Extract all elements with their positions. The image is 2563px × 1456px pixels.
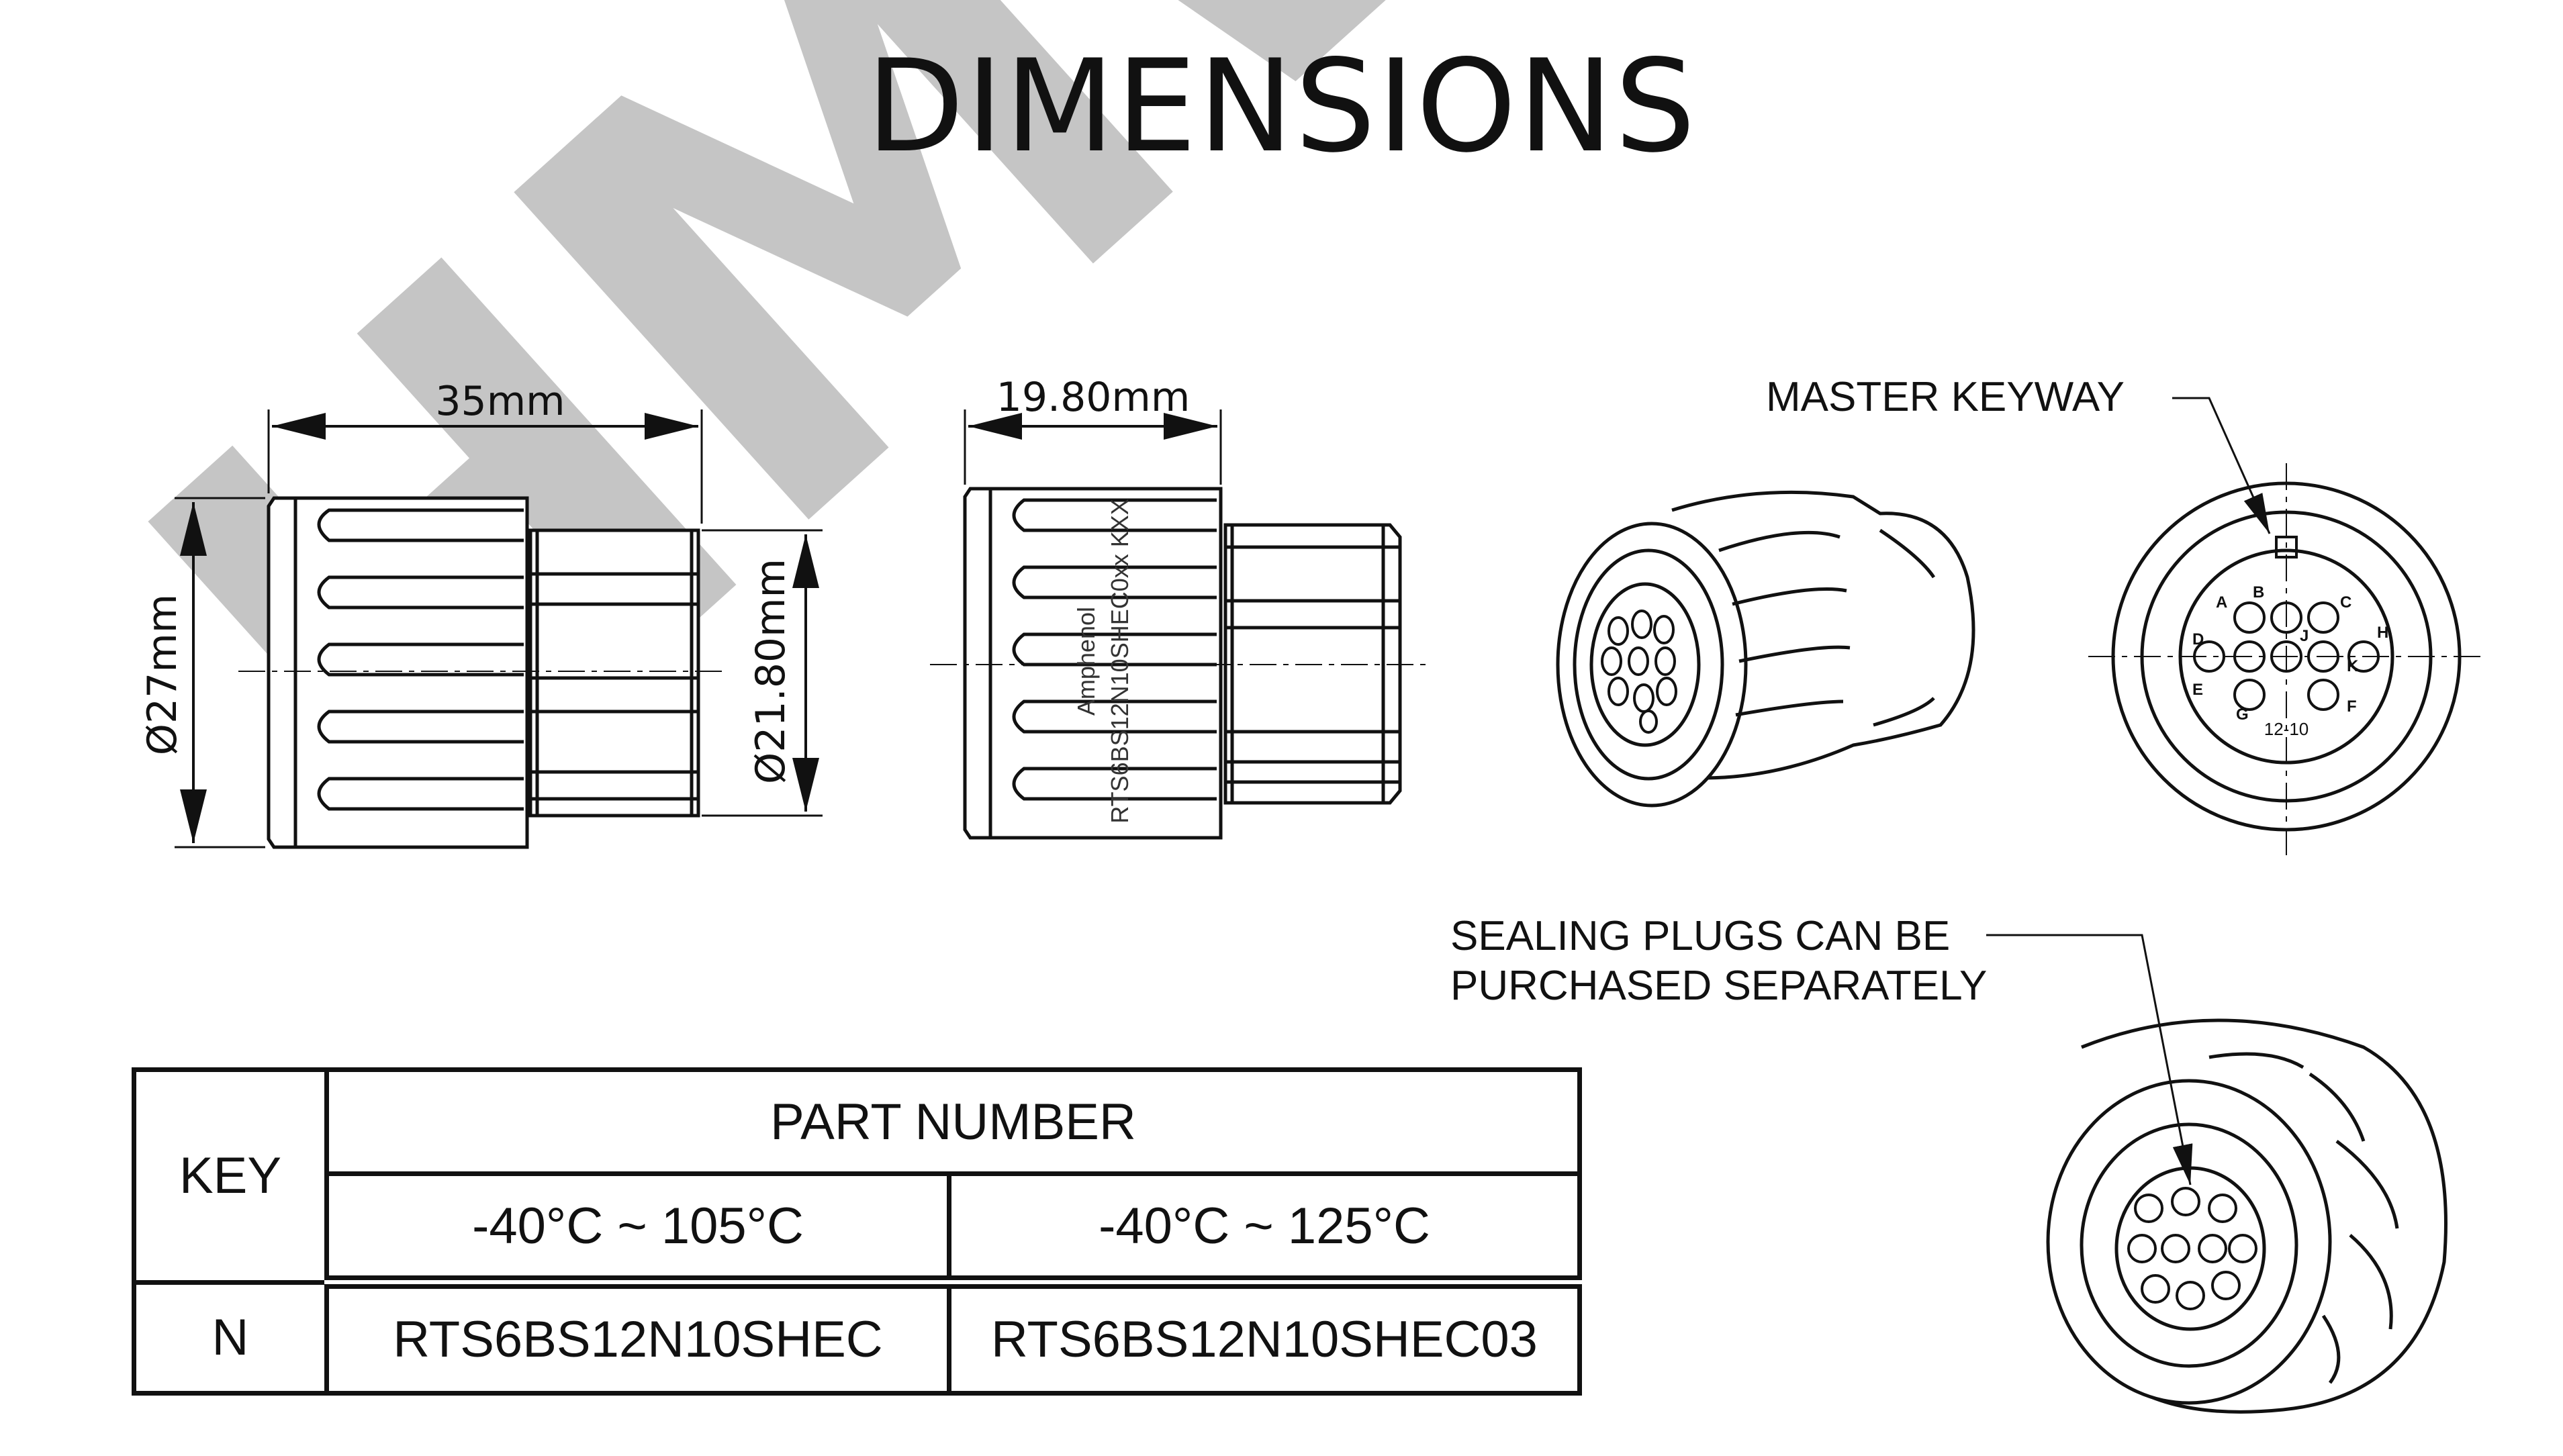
- diameter-21-80-label: Ø21.80mm: [747, 559, 794, 784]
- part-number-header: PART NUMBER: [324, 1067, 1582, 1176]
- master-keyway-callout: MASTER KEYWAY: [1766, 374, 2125, 420]
- key-cell: N: [132, 1279, 329, 1396]
- contact-letter-g: G: [2236, 706, 2249, 724]
- isometric-view: [1556, 490, 1975, 808]
- temp-range-105: -40°C ~ 105°C: [324, 1171, 951, 1289]
- page-title: DIMENSIONS: [866, 32, 1697, 181]
- insert-code: 12-10: [2264, 719, 2309, 739]
- marking-brand: Amphenol: [1072, 607, 1100, 716]
- sealing-plugs: [2127, 1187, 2257, 1310]
- side-view-left: [175, 409, 823, 849]
- part-number-table: KEY PART NUMBER -40°C ~ 105°C -40°C ~ 12…: [132, 1067, 1582, 1396]
- part-number-cell: RTS6BS12N10SHEC: [324, 1279, 951, 1396]
- contact-letter-f: F: [2347, 697, 2357, 716]
- front-view: [2088, 397, 2484, 856]
- grip-ribs: [317, 508, 524, 811]
- sealing-plugs-callout-line-2: PURCHASED SEPARATELY: [1450, 963, 1988, 1009]
- sealing-plugs-callout-line-1: SEALING PLUGS CAN BE: [1450, 913, 1951, 959]
- table-row: N RTS6BS12N10SHEC RTS6BS12N10SHEC03: [132, 1279, 1582, 1396]
- temp-range-125: -40°C ~ 125°C: [947, 1171, 1582, 1289]
- contact-letter-e: E: [2192, 681, 2203, 699]
- contact-letter-b: B: [2253, 583, 2264, 601]
- contact-letter-a: A: [2216, 593, 2227, 612]
- side-view-middle: [930, 409, 1430, 840]
- diameter-27-label: Ø27mm: [139, 594, 186, 755]
- contact-letter-k: K: [2347, 657, 2359, 675]
- contact-letter-c: C: [2340, 593, 2351, 612]
- contact-cavities: [1601, 610, 1677, 734]
- contact-pins: [2193, 601, 2380, 711]
- part-number-cell: RTS6BS12N10SHEC03: [947, 1279, 1582, 1396]
- contact-letter-d: D: [2192, 630, 2204, 648]
- marking-part: RTS6BS12N10SHEC0xx KXX: [1106, 499, 1133, 824]
- key-header: KEY: [132, 1067, 329, 1285]
- length-35-label: 35mm: [435, 378, 565, 425]
- contact-letter-h: H: [2377, 624, 2388, 642]
- length-19-80-label: 19.80mm: [996, 374, 1191, 421]
- contact-letter-j: J: [2300, 627, 2309, 645]
- rear-view: [1986, 934, 2448, 1414]
